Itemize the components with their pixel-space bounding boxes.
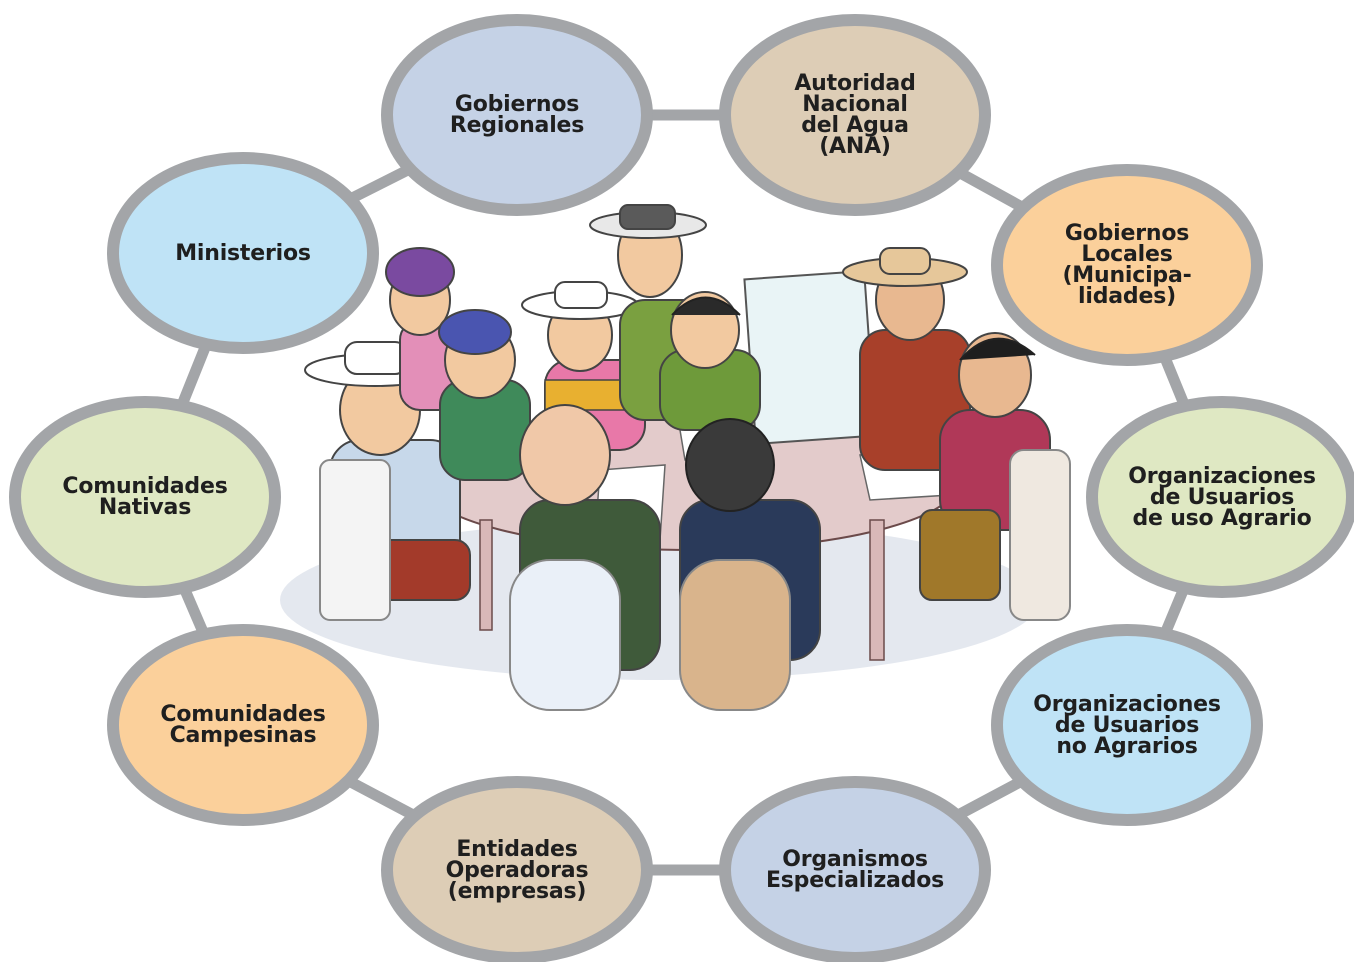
person-blue-cap — [438, 309, 531, 481]
node-ellipse-ana — [719, 14, 991, 216]
label-ministerios: Ministerios — [175, 240, 311, 266]
person-bald-back — [509, 404, 661, 711]
node-ellipse-comunidades-campesinas — [107, 624, 379, 826]
label-comunidades-campesinas: Comunidades Campesinas — [160, 702, 326, 748]
table-leg — [479, 519, 493, 631]
node-ellipse-organismos-especializados — [719, 776, 991, 962]
node-ellipse-org-usuarios-agrario — [1086, 396, 1354, 598]
label-gobiernos-regionales: Gobiernos Regionales — [449, 92, 585, 138]
meeting-illustration — [280, 204, 1071, 711]
node-ellipse-entidades-operadoras — [381, 776, 653, 962]
label-org-usuarios-no-agrarios: Organizaciones de Usuarios no Agrarios — [1033, 691, 1221, 759]
label-gobiernos-locales: Gobiernos Locales (Municipa- lidades) — [1062, 221, 1192, 309]
person-left-hat — [304, 341, 471, 621]
person-braids — [659, 291, 761, 431]
node-ellipse-ministerios — [107, 152, 379, 354]
node-ellipse-gobiernos-locales — [991, 164, 1263, 366]
label-entidades-operadoras: Entidades Operadoras (empresas) — [445, 836, 589, 904]
table-leg — [869, 519, 885, 661]
label-org-usuarios-agrario: Organizaciones de Usuarios de uso Agrari… — [1128, 463, 1316, 531]
poster-sheet — [743, 269, 877, 446]
label-comunidades-nativas: Comunidades Nativas — [62, 474, 228, 520]
node-ellipse-comunidades-nativas — [9, 396, 281, 598]
node-ellipse-org-usuarios-no-agrarios — [991, 624, 1263, 826]
person-dark-hair-back — [679, 418, 821, 711]
label-organismos-especializados: Organismos Especializados — [765, 847, 945, 893]
node-ellipse-gobiernos-regionales — [381, 14, 653, 216]
label-ana: Autoridad Nacional del Agua (ANA) — [794, 71, 916, 159]
node-ellipses — [9, 14, 1354, 962]
person-right-red-sweater — [919, 332, 1071, 621]
